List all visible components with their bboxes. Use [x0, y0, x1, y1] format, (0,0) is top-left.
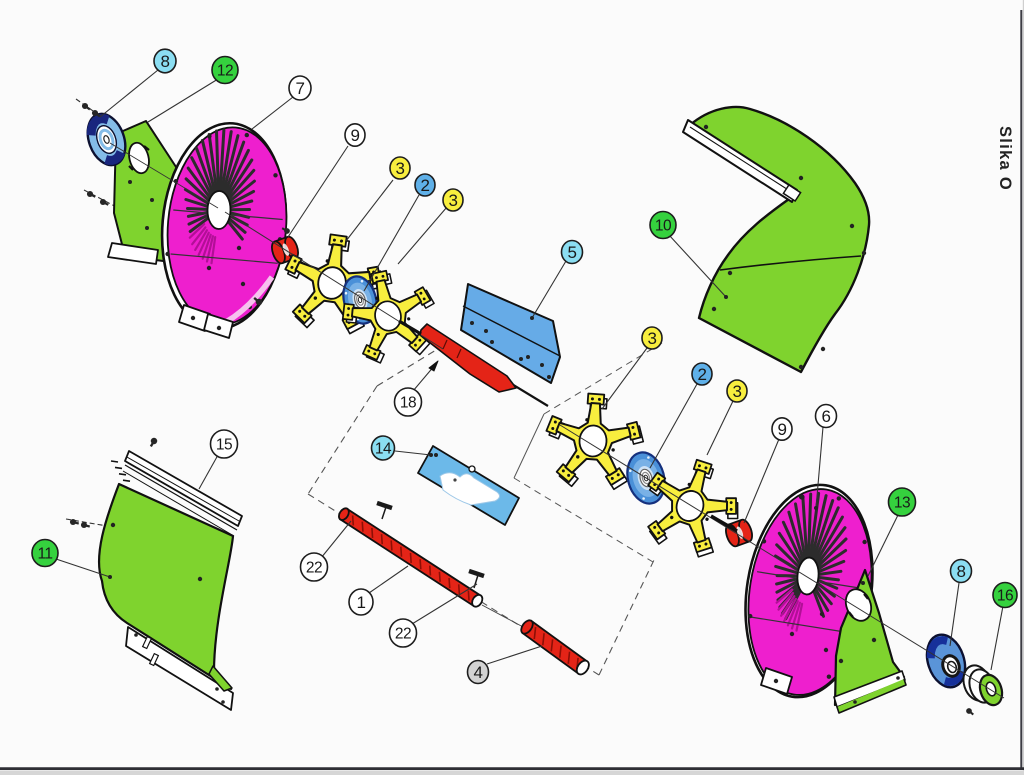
svg-text:2: 2 [698, 365, 707, 384]
svg-text:1: 1 [357, 593, 366, 612]
svg-text:22: 22 [395, 626, 411, 643]
svg-text:22: 22 [306, 560, 322, 577]
svg-text:10: 10 [655, 218, 672, 235]
svg-text:3: 3 [648, 329, 657, 348]
svg-text:3: 3 [733, 382, 742, 401]
svg-text:5: 5 [568, 243, 577, 262]
svg-text:15: 15 [216, 437, 232, 454]
svg-text:7: 7 [296, 79, 305, 98]
svg-text:13: 13 [894, 495, 910, 512]
svg-text:16: 16 [997, 588, 1013, 605]
svg-text:8: 8 [161, 52, 170, 71]
svg-text:4: 4 [474, 663, 483, 682]
svg-text:Slika O: Slika O [996, 126, 1014, 191]
svg-text:6: 6 [822, 407, 831, 426]
svg-text:12: 12 [217, 63, 233, 80]
svg-text:8: 8 [957, 562, 966, 581]
svg-text:9: 9 [351, 126, 360, 145]
svg-text:3: 3 [396, 159, 405, 178]
svg-text:9: 9 [778, 420, 787, 439]
svg-text:2: 2 [421, 176, 430, 195]
svg-text:3: 3 [449, 191, 458, 210]
svg-text:11: 11 [37, 546, 52, 563]
svg-text:14: 14 [375, 441, 392, 458]
svg-text:18: 18 [400, 395, 416, 412]
